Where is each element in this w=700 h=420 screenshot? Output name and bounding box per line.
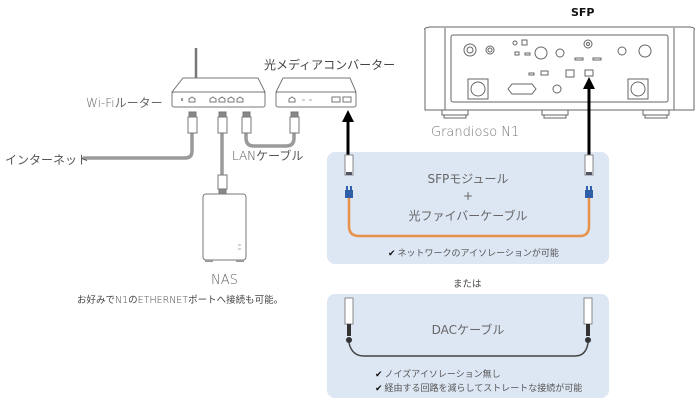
media-converter-label: 光メディアコンバーター: [264, 58, 396, 72]
device-name: Grandioso N1: [431, 125, 520, 140]
sfp-title: SFP: [571, 6, 595, 19]
sfp-arrows: [342, 77, 595, 160]
internet-cable: [82, 130, 194, 160]
nas-label: NAS: [211, 273, 238, 288]
dac-option-panel: [327, 294, 609, 398]
check-icon: ✔: [388, 249, 396, 259]
plug-icon: [241, 111, 252, 134]
dac-check-item: ✔ノイズアイソレーション無し: [375, 370, 501, 380]
dac-option-title: DACケーブル: [431, 323, 505, 337]
plug-icon: [217, 111, 228, 134]
plug-icon: [187, 111, 198, 134]
sfp-option-panel: [327, 152, 609, 264]
sfp-option-line1: SFPモジュール: [427, 172, 509, 186]
dac-cable: [348, 342, 589, 357]
internet-label: インターネット: [5, 153, 90, 167]
arrow-head-icon: [342, 110, 354, 122]
plug-icon: [289, 111, 300, 134]
lan-cable: [244, 130, 296, 148]
wifi-router-label: Wi-Fiルーター: [86, 96, 163, 110]
check-icon: ✔: [375, 384, 383, 394]
dac-check-item: ✔経由する回路を減らしてストレートな接続が可能: [375, 384, 583, 394]
sfp-check-item: ✔ネットワークのアイソレーションが可能: [388, 249, 559, 259]
grandioso-n1-icon: [424, 26, 695, 119]
dac-module-right: [583, 297, 593, 343]
sfp-module-left: [344, 154, 354, 198]
sfp-option-line2: 光ファイバーケーブル: [408, 209, 528, 223]
check-icon: ✔: [375, 370, 383, 380]
or-label: または: [453, 279, 482, 290]
fiber-cable: [347, 198, 591, 238]
dac-module-left: [344, 297, 354, 343]
nas-note: お好みでN1のETHERNETポートへ接続も可能。: [77, 295, 284, 306]
media-converter-icon: [275, 77, 357, 108]
lan-cables: [82, 130, 296, 180]
arrow-head-icon: [583, 77, 595, 89]
sfp-port-icon: [584, 69, 594, 77]
sfp-option-plus: +: [462, 189, 474, 203]
wifi-router-icon: [170, 48, 266, 108]
lan-cable-label: LANケーブル: [232, 149, 304, 163]
rj45-plugs: [187, 111, 300, 195]
nas-icon: [202, 193, 247, 262]
sfp-module-right: [584, 154, 594, 198]
plug-icon: [217, 174, 228, 195]
